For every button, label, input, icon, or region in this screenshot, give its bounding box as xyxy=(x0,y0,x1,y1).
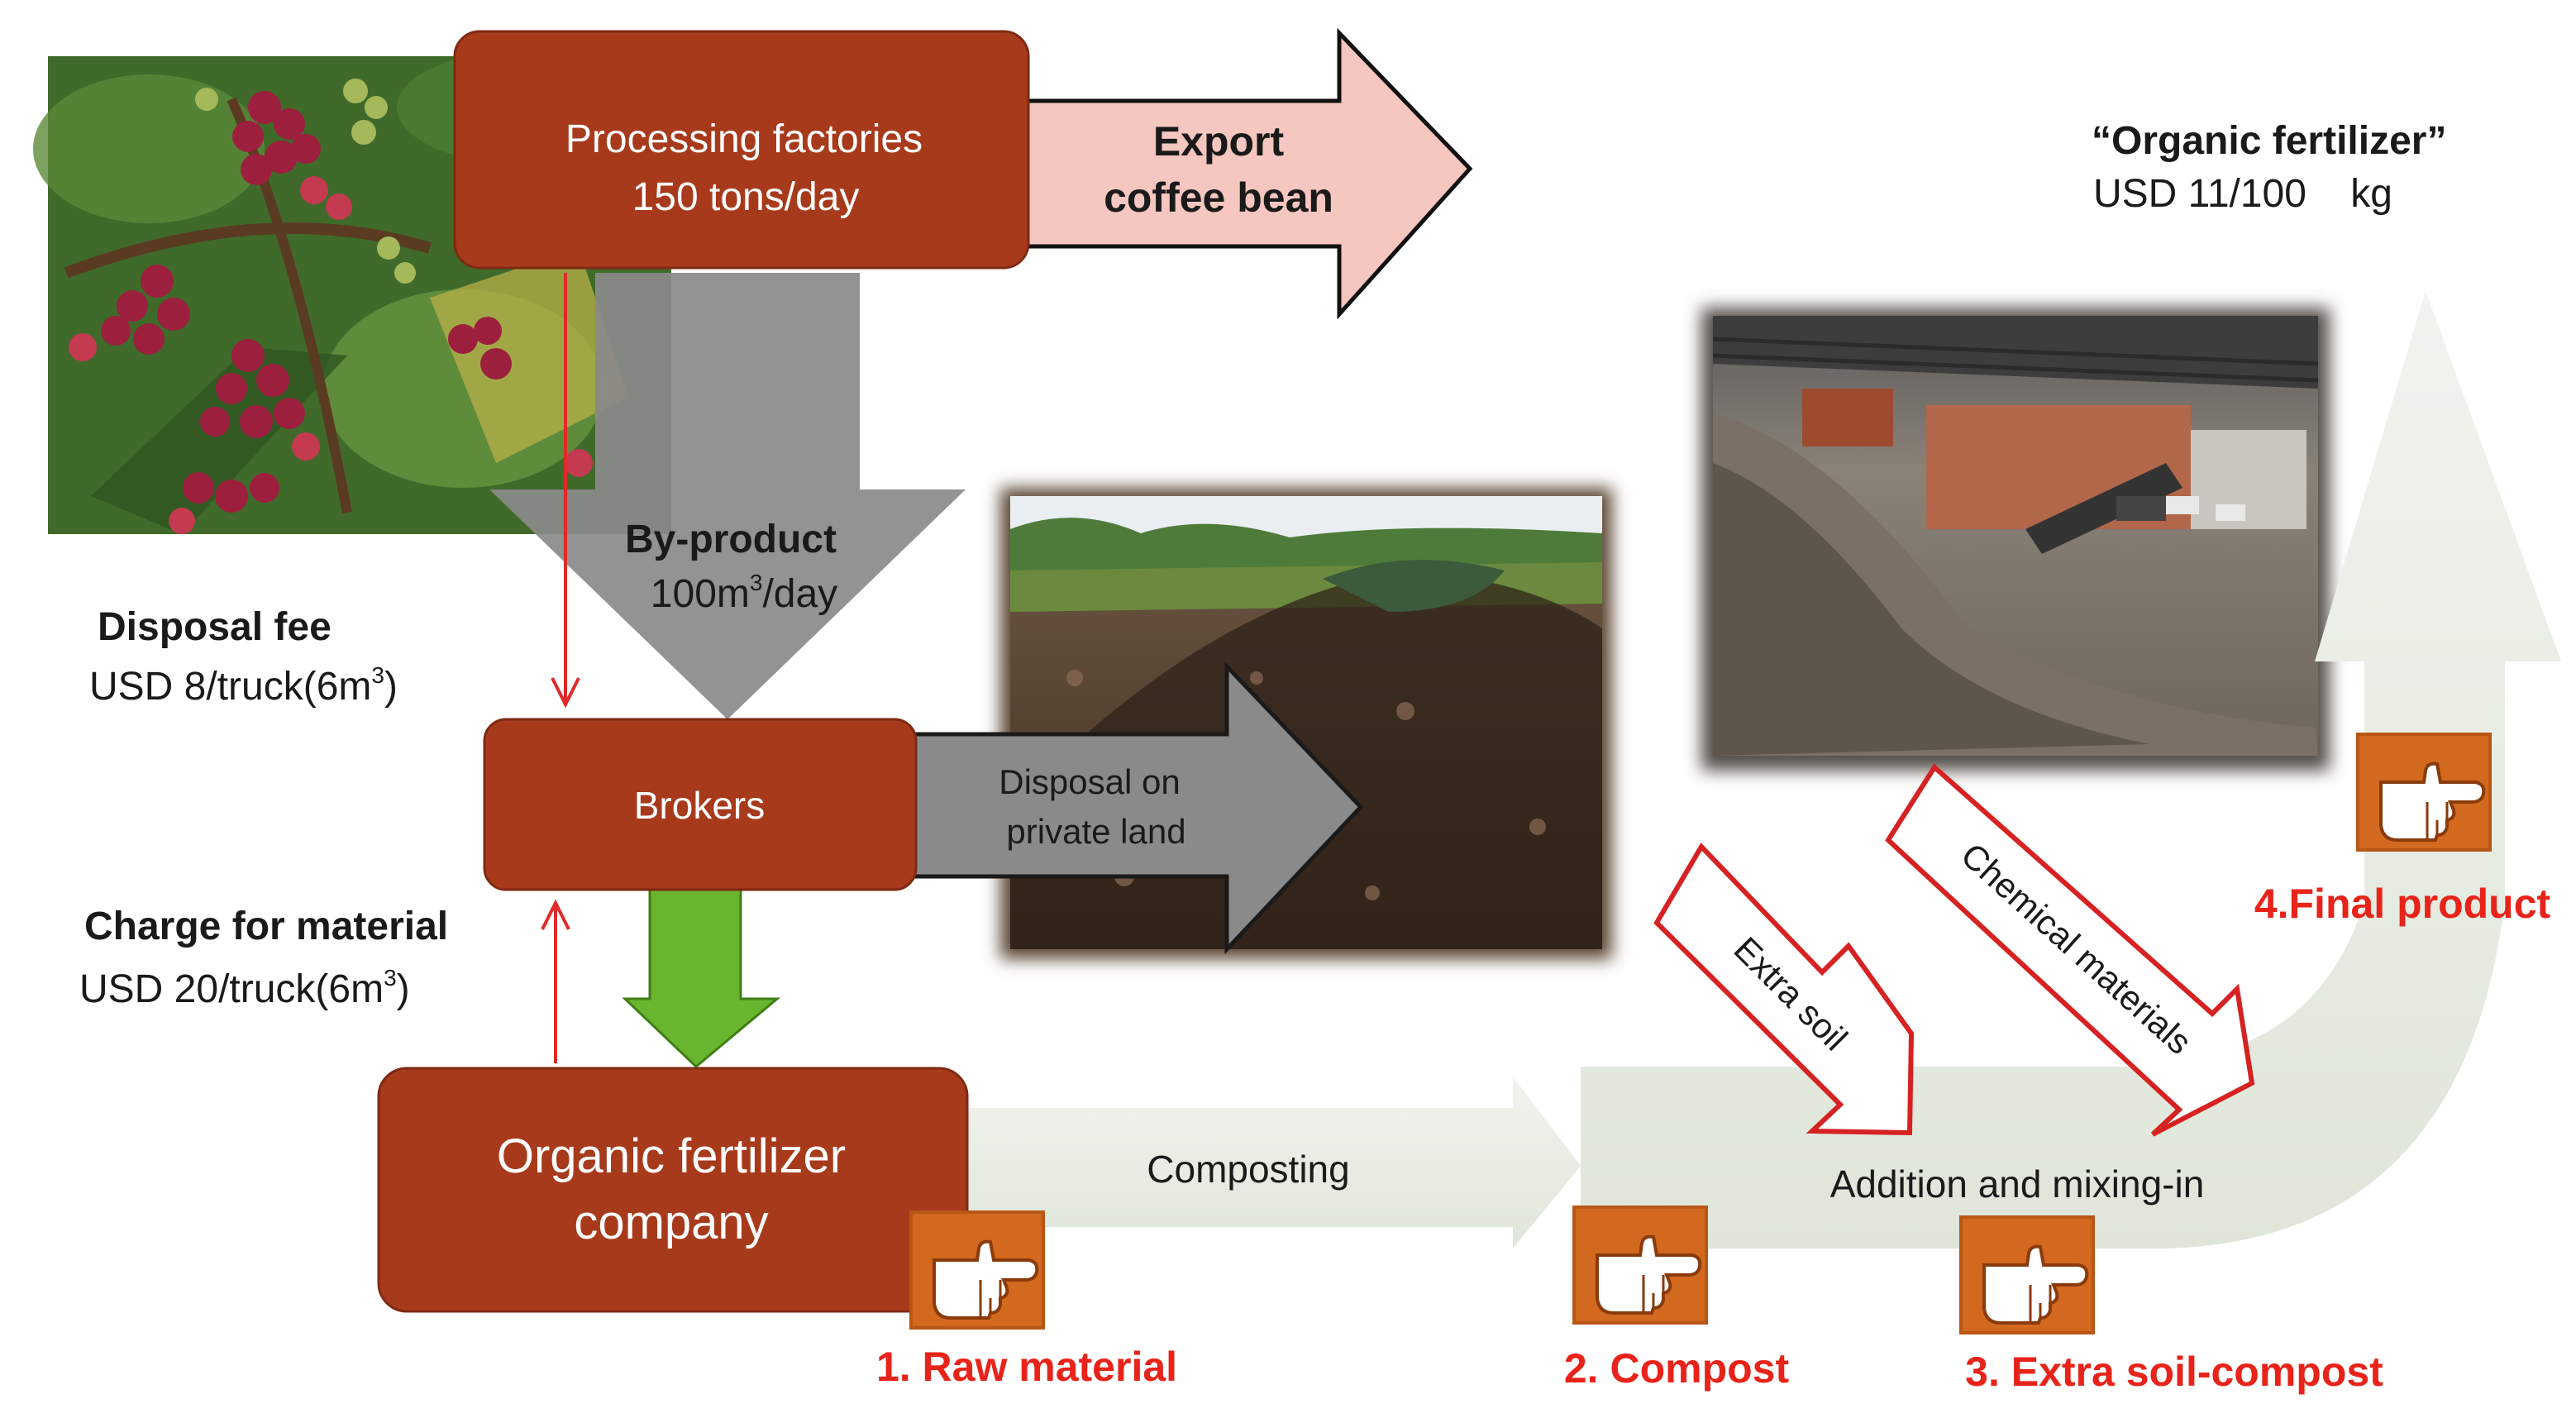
processing-line1: Processing factories xyxy=(565,117,923,161)
byproduct-title: By-product xyxy=(625,518,837,561)
fertilizer-price-title: “Organic fertilizer” xyxy=(2092,119,2446,163)
compost-factory-photo xyxy=(1701,308,2330,771)
composting-label: Composting xyxy=(1147,1148,1349,1191)
step-2-label: 2. Compost xyxy=(1564,1345,1790,1392)
charge-value: USD 20/truck(6m3) xyxy=(79,965,410,1011)
extra-soil-arrow xyxy=(1653,843,1915,1136)
land-disposal-photo xyxy=(1000,488,1612,959)
export-line1: Export xyxy=(1153,118,1285,165)
addition-label: Addition and mixing-in xyxy=(1830,1163,2205,1206)
disposal-fee-title: Disposal fee xyxy=(98,605,332,649)
processing-factories-box xyxy=(453,30,1030,270)
byproduct-amount: 100m3/day xyxy=(651,570,837,616)
disposal-fee-value: USD 8/truck(6m3) xyxy=(89,662,398,709)
fee-flow-arrows xyxy=(541,273,580,1063)
by-product-arrow xyxy=(489,273,966,719)
composting-flow-arrow xyxy=(951,1077,1581,1249)
step-3-label: 3. Extra soil-compost xyxy=(1965,1349,2383,1395)
processing-line2: 150 tons/day xyxy=(632,175,860,219)
disposal-line2: private land xyxy=(1006,812,1185,851)
brokers-label: Brokers xyxy=(634,784,765,827)
company-line2: company xyxy=(574,1196,768,1249)
company-line1: Organic fertilizer xyxy=(497,1129,846,1183)
chemical-materials-label: Chemical materials xyxy=(1953,835,2199,1062)
pointing-hand-icon xyxy=(1959,1215,2095,1334)
pointing-hand-icon xyxy=(2356,733,2492,852)
disposal-line1: Disposal on xyxy=(999,762,1180,801)
step-1-label: 1. Raw material xyxy=(876,1344,1177,1390)
export-arrow xyxy=(1023,27,1473,320)
fertilizer-price-value: USD 11/100 kg xyxy=(2093,172,2392,216)
final-product-flow-arrow xyxy=(1581,291,2561,1249)
step-4-label: 4.Final product xyxy=(2254,881,2551,927)
pointing-hand-icon xyxy=(909,1210,1045,1330)
charge-title: Charge for material xyxy=(84,905,448,948)
green-arrow xyxy=(622,883,781,1069)
pointing-hand-icon xyxy=(1572,1206,1708,1325)
export-line2: coffee bean xyxy=(1104,174,1333,221)
organic-fertilizer-company-box xyxy=(377,1067,969,1313)
brokers-box xyxy=(483,718,918,891)
chemical-materials-arrow xyxy=(1885,763,2255,1137)
disposal-arrow xyxy=(907,661,1364,955)
